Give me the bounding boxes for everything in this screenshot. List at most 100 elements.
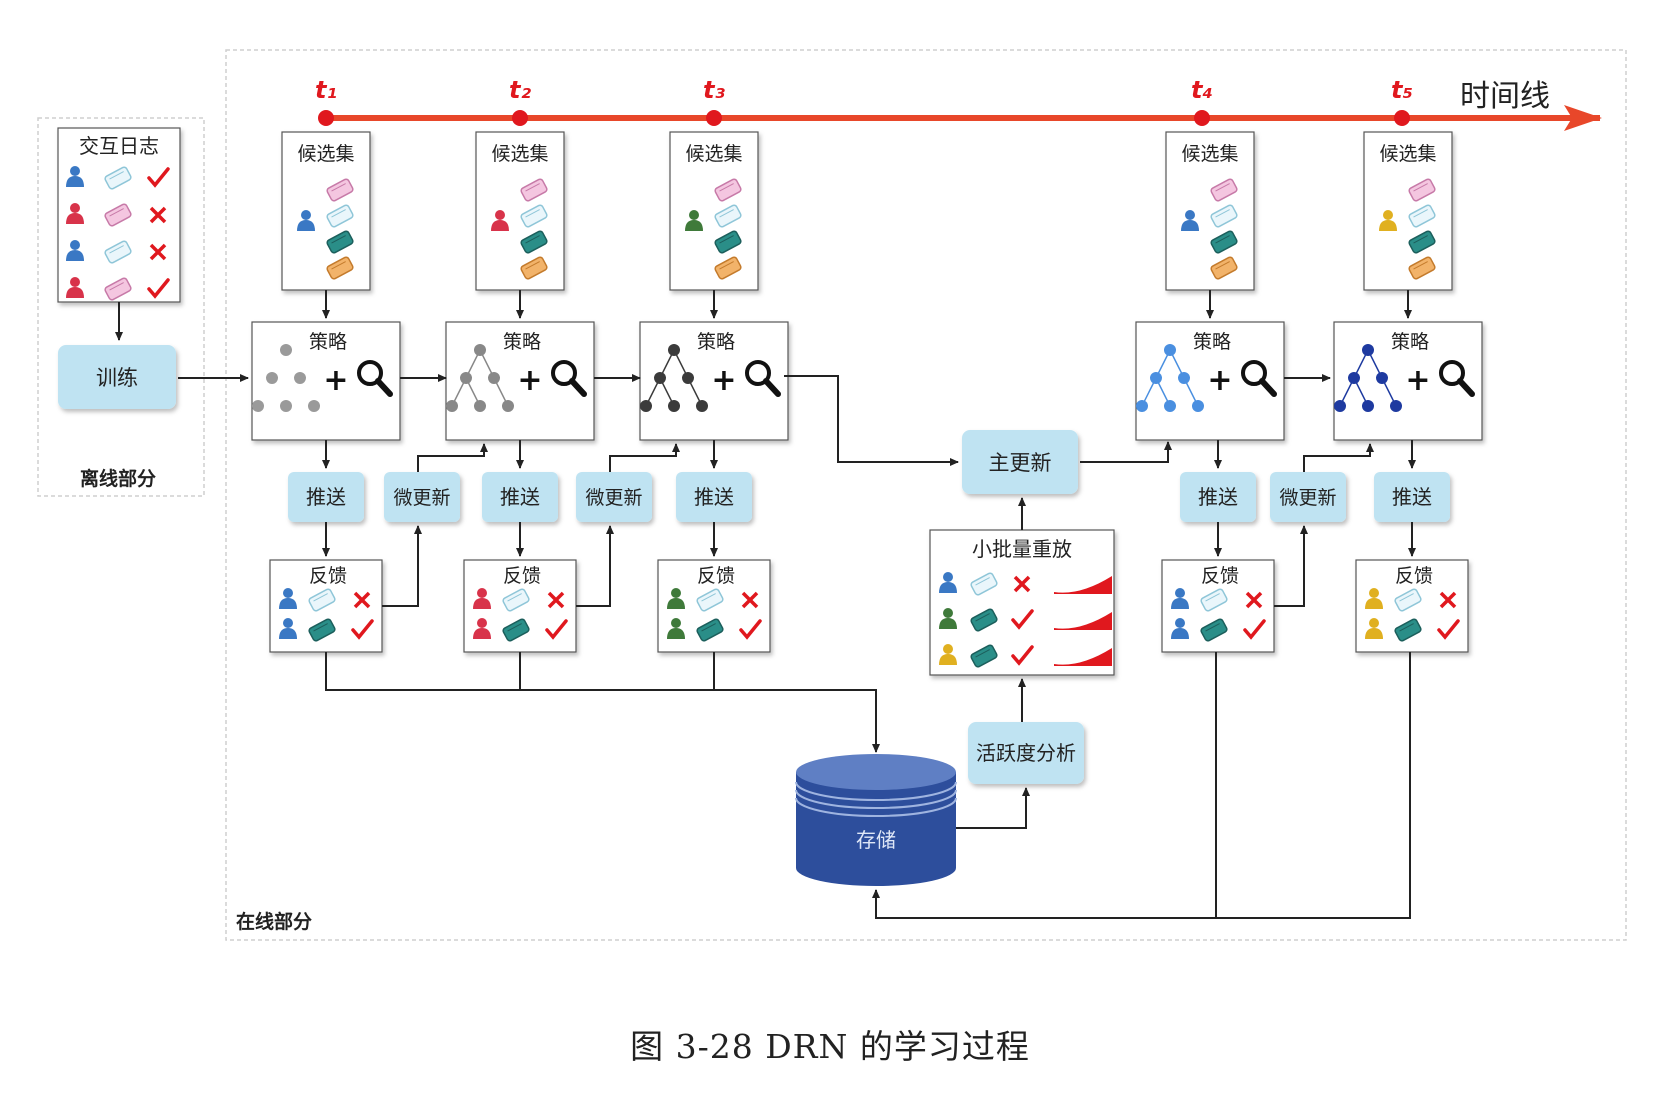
item-icon: [1200, 588, 1228, 612]
push-label: 推送: [1198, 485, 1238, 509]
strategy-label: 策略: [697, 331, 735, 353]
item-icon: [714, 178, 742, 202]
item-icon: [1408, 204, 1436, 228]
item-icon: [1408, 178, 1436, 202]
check-icon: [147, 278, 170, 299]
timeline-tick-label: t₃: [703, 76, 725, 104]
item-icon: [308, 588, 336, 612]
candidate-set-label: 候选集: [1181, 143, 1238, 165]
user-icon: [66, 277, 84, 298]
magnifier-icon: [745, 360, 781, 397]
user-icon: [1171, 618, 1189, 639]
strategy-tree-icon: [1334, 344, 1402, 412]
storage-cylinder: [795, 754, 957, 886]
cross-icon: [741, 591, 759, 609]
micro-update-box: [1270, 472, 1346, 522]
check-icon: [1243, 619, 1266, 640]
check-icon: [147, 167, 170, 188]
train-box: [58, 345, 176, 409]
strategy-tree-icon: [1136, 344, 1204, 412]
strategy-tree-icon: [252, 344, 320, 412]
timeline-tick-label: t₁: [315, 76, 337, 104]
item-icon: [1394, 618, 1422, 642]
plus-icon: +: [1405, 363, 1430, 398]
user-icon: [297, 210, 315, 231]
timeline-dot: [318, 110, 334, 126]
user-icon: [491, 210, 509, 231]
timeline-tick-label: t₄: [1191, 76, 1213, 104]
user-icon: [279, 588, 297, 609]
micro-update-label: 微更新: [1279, 487, 1336, 509]
item-icon: [970, 644, 998, 668]
cross-icon: [547, 591, 565, 609]
user-icon: [1365, 618, 1383, 639]
strategy-label: 策略: [1391, 331, 1429, 353]
interaction-log-title: 交互日志: [79, 134, 159, 158]
check-icon: [545, 619, 568, 640]
strategy-tree-icon: [446, 344, 514, 412]
candidate-set-label: 候选集: [685, 143, 742, 165]
push-label: 推送: [1392, 485, 1432, 509]
item-icon: [714, 204, 742, 228]
push-label: 推送: [694, 485, 734, 509]
main-update-label: 主更新: [989, 451, 1052, 475]
item-icon: [502, 588, 530, 612]
item-icon: [1408, 256, 1436, 280]
user-icon: [66, 203, 84, 224]
storage-label: 存储: [856, 828, 896, 852]
micro-update: 微更新: [576, 443, 680, 607]
user-icon: [473, 588, 491, 609]
check-icon: [1011, 609, 1034, 630]
offline-section: [37, 117, 205, 497]
item-icon: [1210, 230, 1238, 254]
plus-icon: +: [1207, 363, 1232, 398]
user-icon: [279, 618, 297, 639]
item-icon: [326, 256, 354, 280]
mini-batch-replay-label: 小批量重放: [972, 537, 1072, 561]
micro-update-label: 微更新: [393, 487, 450, 509]
candidate-set-box: [281, 131, 371, 291]
micro-update: 微更新: [382, 443, 488, 607]
cross-icon: [149, 243, 167, 261]
micro-update-box: [384, 472, 460, 522]
candidate-set-box: [1165, 131, 1255, 291]
cross-icon: [149, 206, 167, 224]
timeline-dot: [706, 110, 722, 126]
user-icon: [1171, 588, 1189, 609]
user-icon: [1181, 210, 1199, 231]
item-icon: [1408, 230, 1436, 254]
check-icon: [1011, 645, 1034, 666]
strategy-label: 策略: [309, 331, 347, 353]
feedback-label: 反馈: [503, 565, 541, 587]
timeline-dot: [1194, 110, 1210, 126]
push-box: [676, 472, 752, 522]
magnifier-icon: [357, 360, 393, 397]
online-section: [225, 49, 1627, 941]
user-icon: [939, 572, 957, 593]
user-icon: [473, 618, 491, 639]
user-icon: [66, 166, 84, 187]
user-icon: [66, 240, 84, 261]
micro-update-label: 微更新: [585, 487, 642, 509]
offline-section-label: 离线部分: [80, 467, 156, 490]
item-icon: [502, 618, 530, 642]
candidate-set-box: [1363, 131, 1453, 291]
item-icon: [104, 166, 132, 190]
micro-update-box: [576, 472, 652, 522]
item-icon: [104, 277, 132, 301]
push-box: [1180, 472, 1256, 522]
push-label: 推送: [500, 485, 540, 509]
user-icon: [667, 618, 685, 639]
item-icon: [1200, 618, 1228, 642]
strategy-label: 策略: [503, 331, 541, 353]
magnifier-icon: [1439, 360, 1475, 397]
figure-caption: 图 3-28 DRN 的学习过程: [630, 1027, 1030, 1066]
user-icon: [939, 644, 957, 665]
item-icon: [104, 240, 132, 264]
cross-icon: [353, 591, 371, 609]
activity-wave-icon: [1054, 648, 1112, 666]
